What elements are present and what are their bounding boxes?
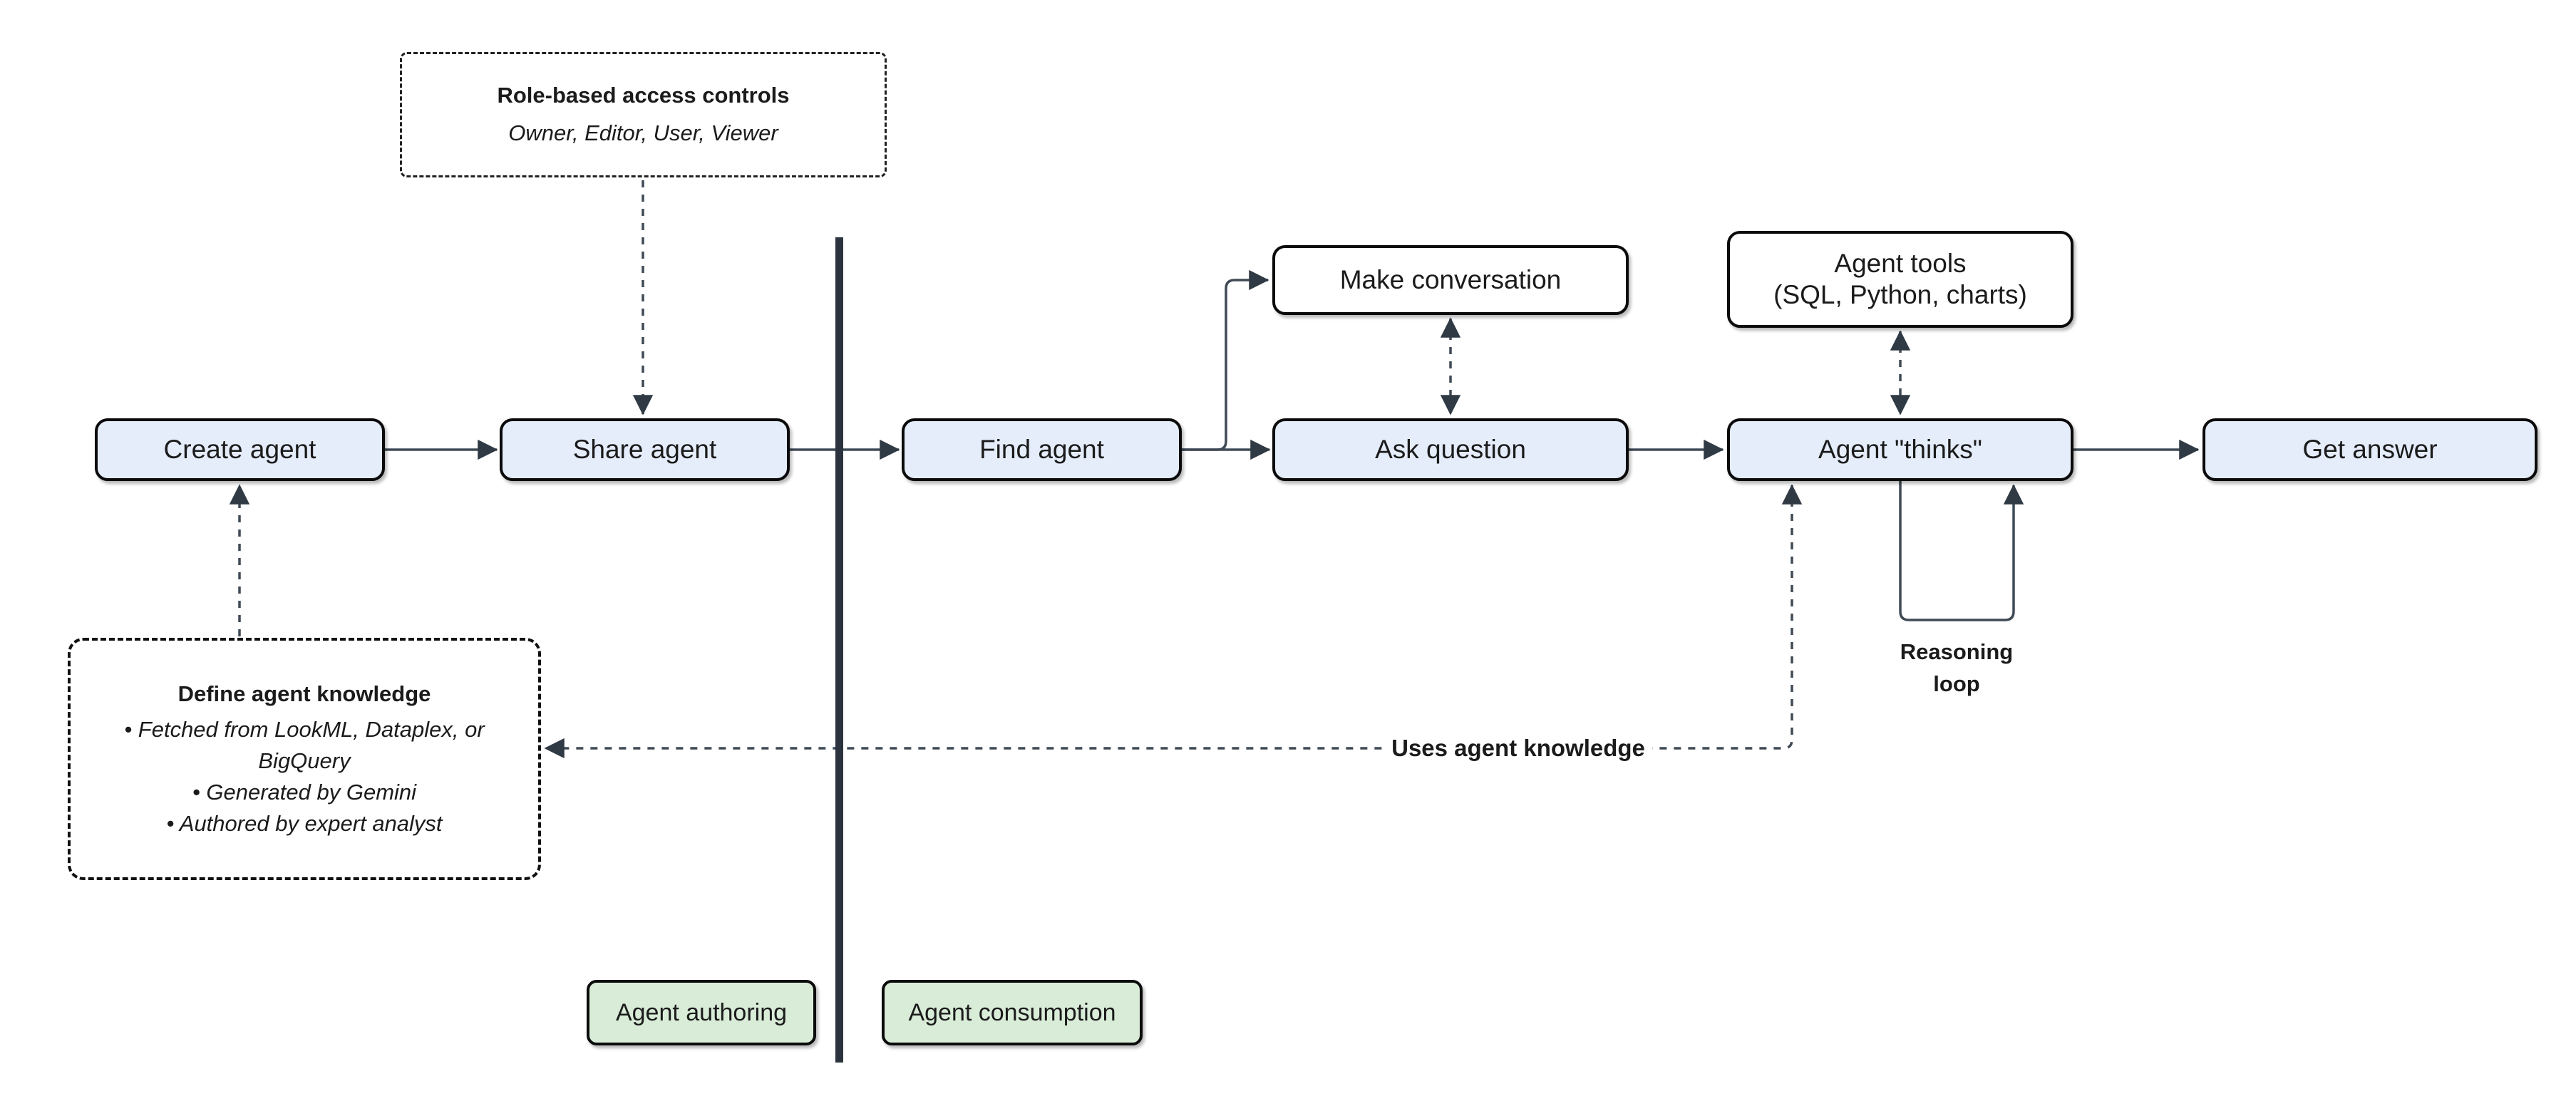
- lane-chip-agent-consumption: Agent consumption: [882, 980, 1143, 1045]
- node-find-agent-label: Find agent: [979, 434, 1104, 464]
- node-agent-tools-line2: (SQL, Python, charts): [1773, 280, 2027, 309]
- node-share-agent: Share agent: [500, 418, 790, 481]
- edge-label-uses-agent-knowledge: Uses agent knowledge: [1384, 733, 1652, 763]
- node-find-agent: Find agent: [902, 418, 1182, 481]
- lane-authoring-label: Agent authoring: [615, 998, 788, 1026]
- node-agent-thinks-label: Agent "thinks": [1818, 434, 1982, 464]
- callout-define-knowledge: Define agent knowledge • Fetched from Lo…: [68, 638, 541, 880]
- lane-chip-agent-authoring: Agent authoring: [587, 980, 816, 1045]
- node-create-agent: Create agent: [95, 418, 385, 481]
- define-knowledge-bullet-3: • Authored by expert analyst: [166, 811, 443, 837]
- define-knowledge-bullet-1: • Fetched from LookML, Dataplex, or BigQ…: [124, 716, 485, 773]
- node-ask-question: Ask question: [1272, 418, 1629, 481]
- node-agent-thinks: Agent "thinks": [1727, 418, 2073, 481]
- node-share-agent-label: Share agent: [572, 434, 717, 464]
- node-ask-question-label: Ask question: [1375, 434, 1526, 464]
- define-knowledge-bullet-2: • Generated by Gemini: [192, 780, 417, 805]
- rbac-title: Role-based access controls: [497, 83, 790, 108]
- node-create-agent-label: Create agent: [163, 434, 316, 464]
- node-make-conversation-label: Make conversation: [1339, 264, 1562, 294]
- node-agent-tools: Agent tools (SQL, Python, charts): [1727, 231, 2073, 328]
- node-agent-tools-line1: Agent tools: [1834, 248, 1967, 278]
- lane-divider: [835, 237, 843, 1063]
- node-make-conversation: Make conversation: [1272, 245, 1629, 315]
- arrow-uses-agent-knowledge: [544, 484, 1803, 759]
- arrow-find-to-make-conversation: [1182, 269, 1269, 451]
- define-knowledge-title: Define agent knowledge: [177, 681, 431, 706]
- node-get-answer-label: Get answer: [2302, 434, 2438, 464]
- arrow-reasoning-loop: [1899, 481, 2024, 621]
- lane-consumption-label: Agent consumption: [908, 998, 1116, 1026]
- rbac-subtitle: Owner, Editor, User, Viewer: [508, 120, 778, 145]
- node-get-answer: Get answer: [2203, 418, 2538, 481]
- callout-role-based-access: Role-based access controls Owner, Editor…: [400, 52, 887, 177]
- edge-label-reasoning-loop: Reasoning loop: [1900, 639, 2014, 696]
